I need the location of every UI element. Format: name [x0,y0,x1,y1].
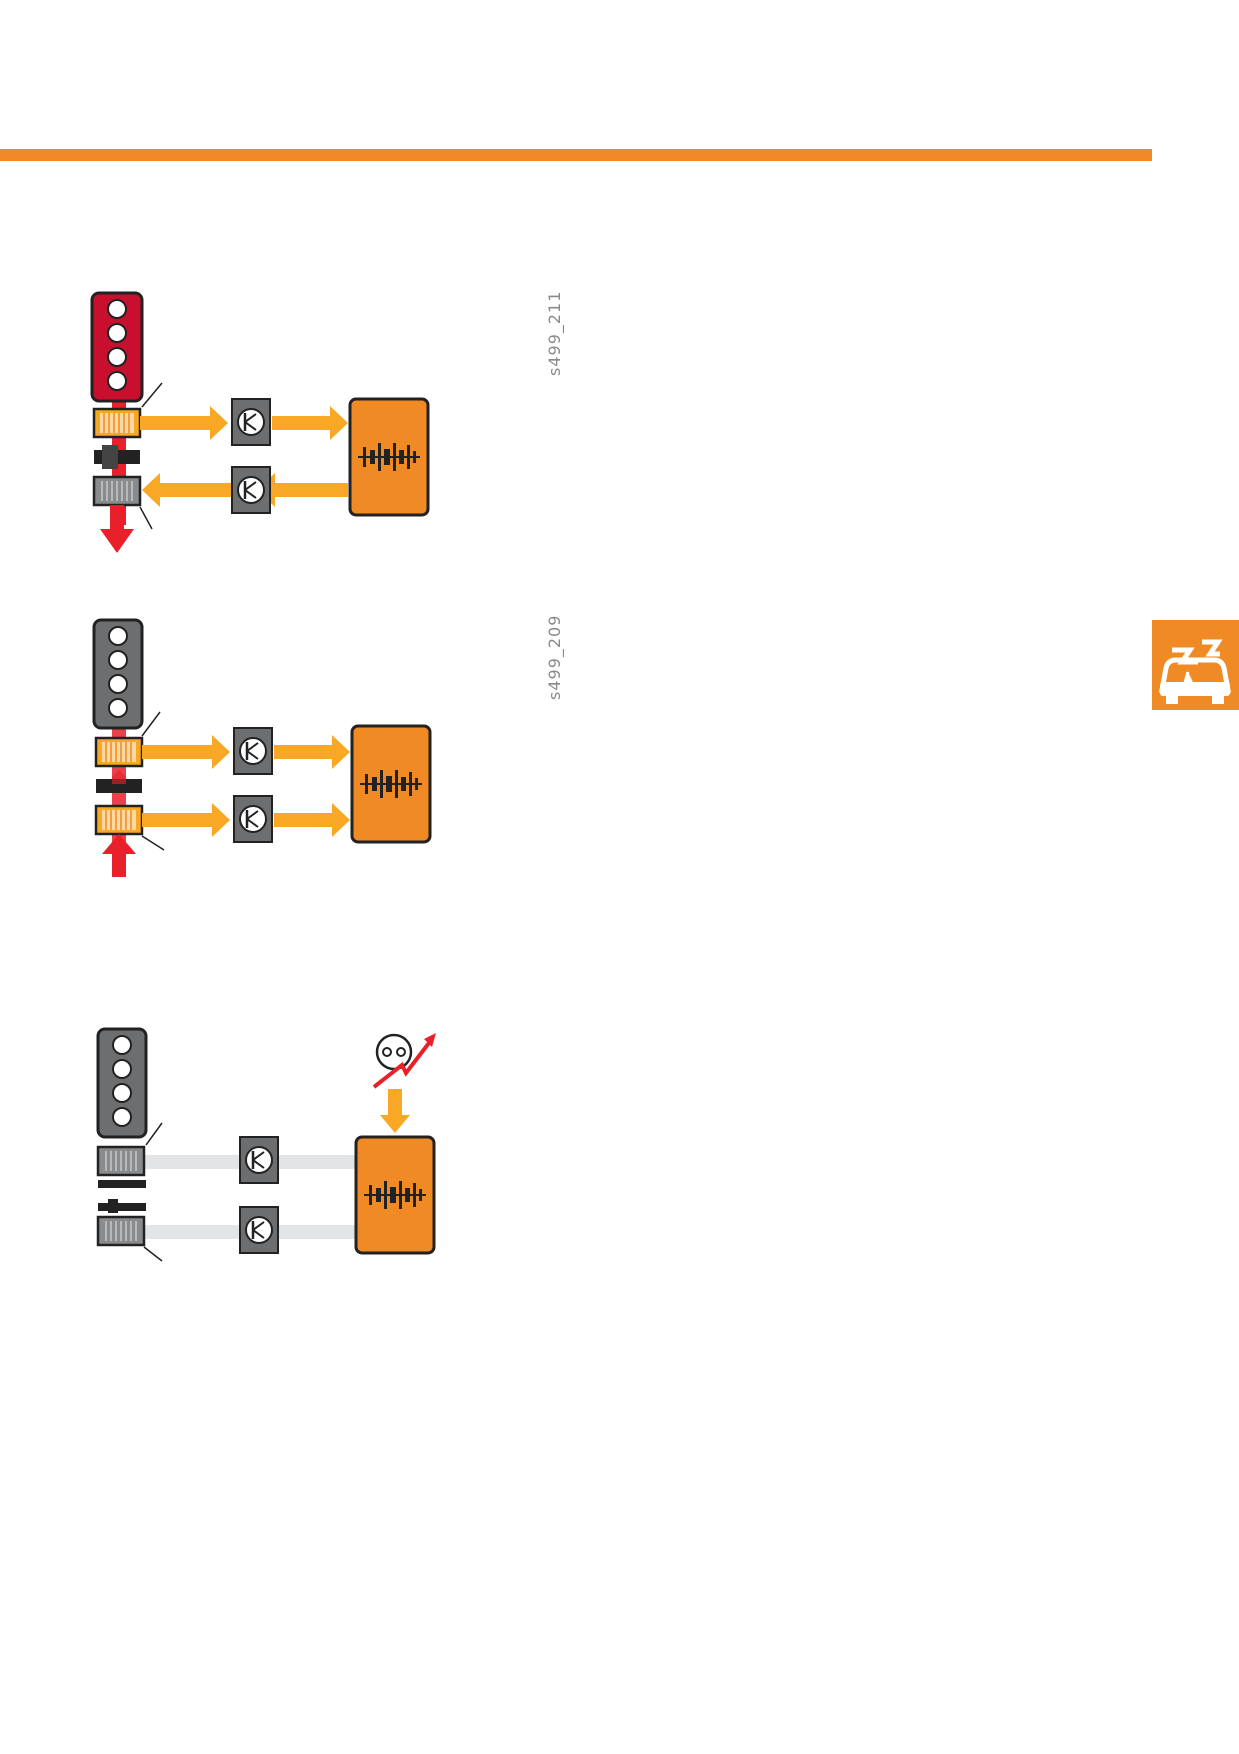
signal-arrow [257,473,348,507]
traffic-light-icon [92,618,144,730]
signal-arrow [380,1089,410,1133]
control-unit-waveform-icon [354,1135,436,1255]
lower-gear-block [94,804,144,836]
traffic-light-icon [90,291,144,403]
transistor-sensor-icon [231,398,271,446]
red-up-arrow [102,834,136,877]
transistor-sensor-icon [231,466,271,514]
upper-gear-block [92,407,142,439]
diagram-3 [96,1027,436,1262]
lower-gear-block [96,1215,146,1247]
signal-arrow [140,406,228,440]
synchronizer [96,779,142,793]
signal-arrow [274,735,350,769]
control-unit-waveform-icon [348,397,430,517]
signal-arrow [142,473,232,507]
transistor-sensor-icon [239,1206,279,1254]
traffic-light-icon [96,1027,148,1139]
upper-gear-block [94,736,144,768]
signal-arrow [272,406,348,440]
control-unit-waveform-icon [350,724,432,844]
synchronizer [98,1180,146,1188]
transistor-sensor-icon [233,727,273,775]
figure-code-2: s499_209 [545,614,564,700]
chapter-tab [1152,620,1239,710]
signal-arrow [274,803,350,837]
signal-arrow [142,803,230,837]
upper-gear-block [96,1145,146,1177]
diagnosis-signal-icon [372,1033,436,1089]
car-electrical-fault-icon [1159,639,1231,704]
lower-gear-block [92,475,142,507]
transistor-sensor-icon [239,1136,279,1184]
transistor-sensor-icon [233,795,273,843]
header-orange-rule [0,149,1152,161]
diagram-2 [92,618,432,877]
red-down-arrow [100,505,134,553]
signal-arrow [142,735,230,769]
diagram-1 [90,291,430,553]
figure-code-1: s499_211 [545,290,564,376]
